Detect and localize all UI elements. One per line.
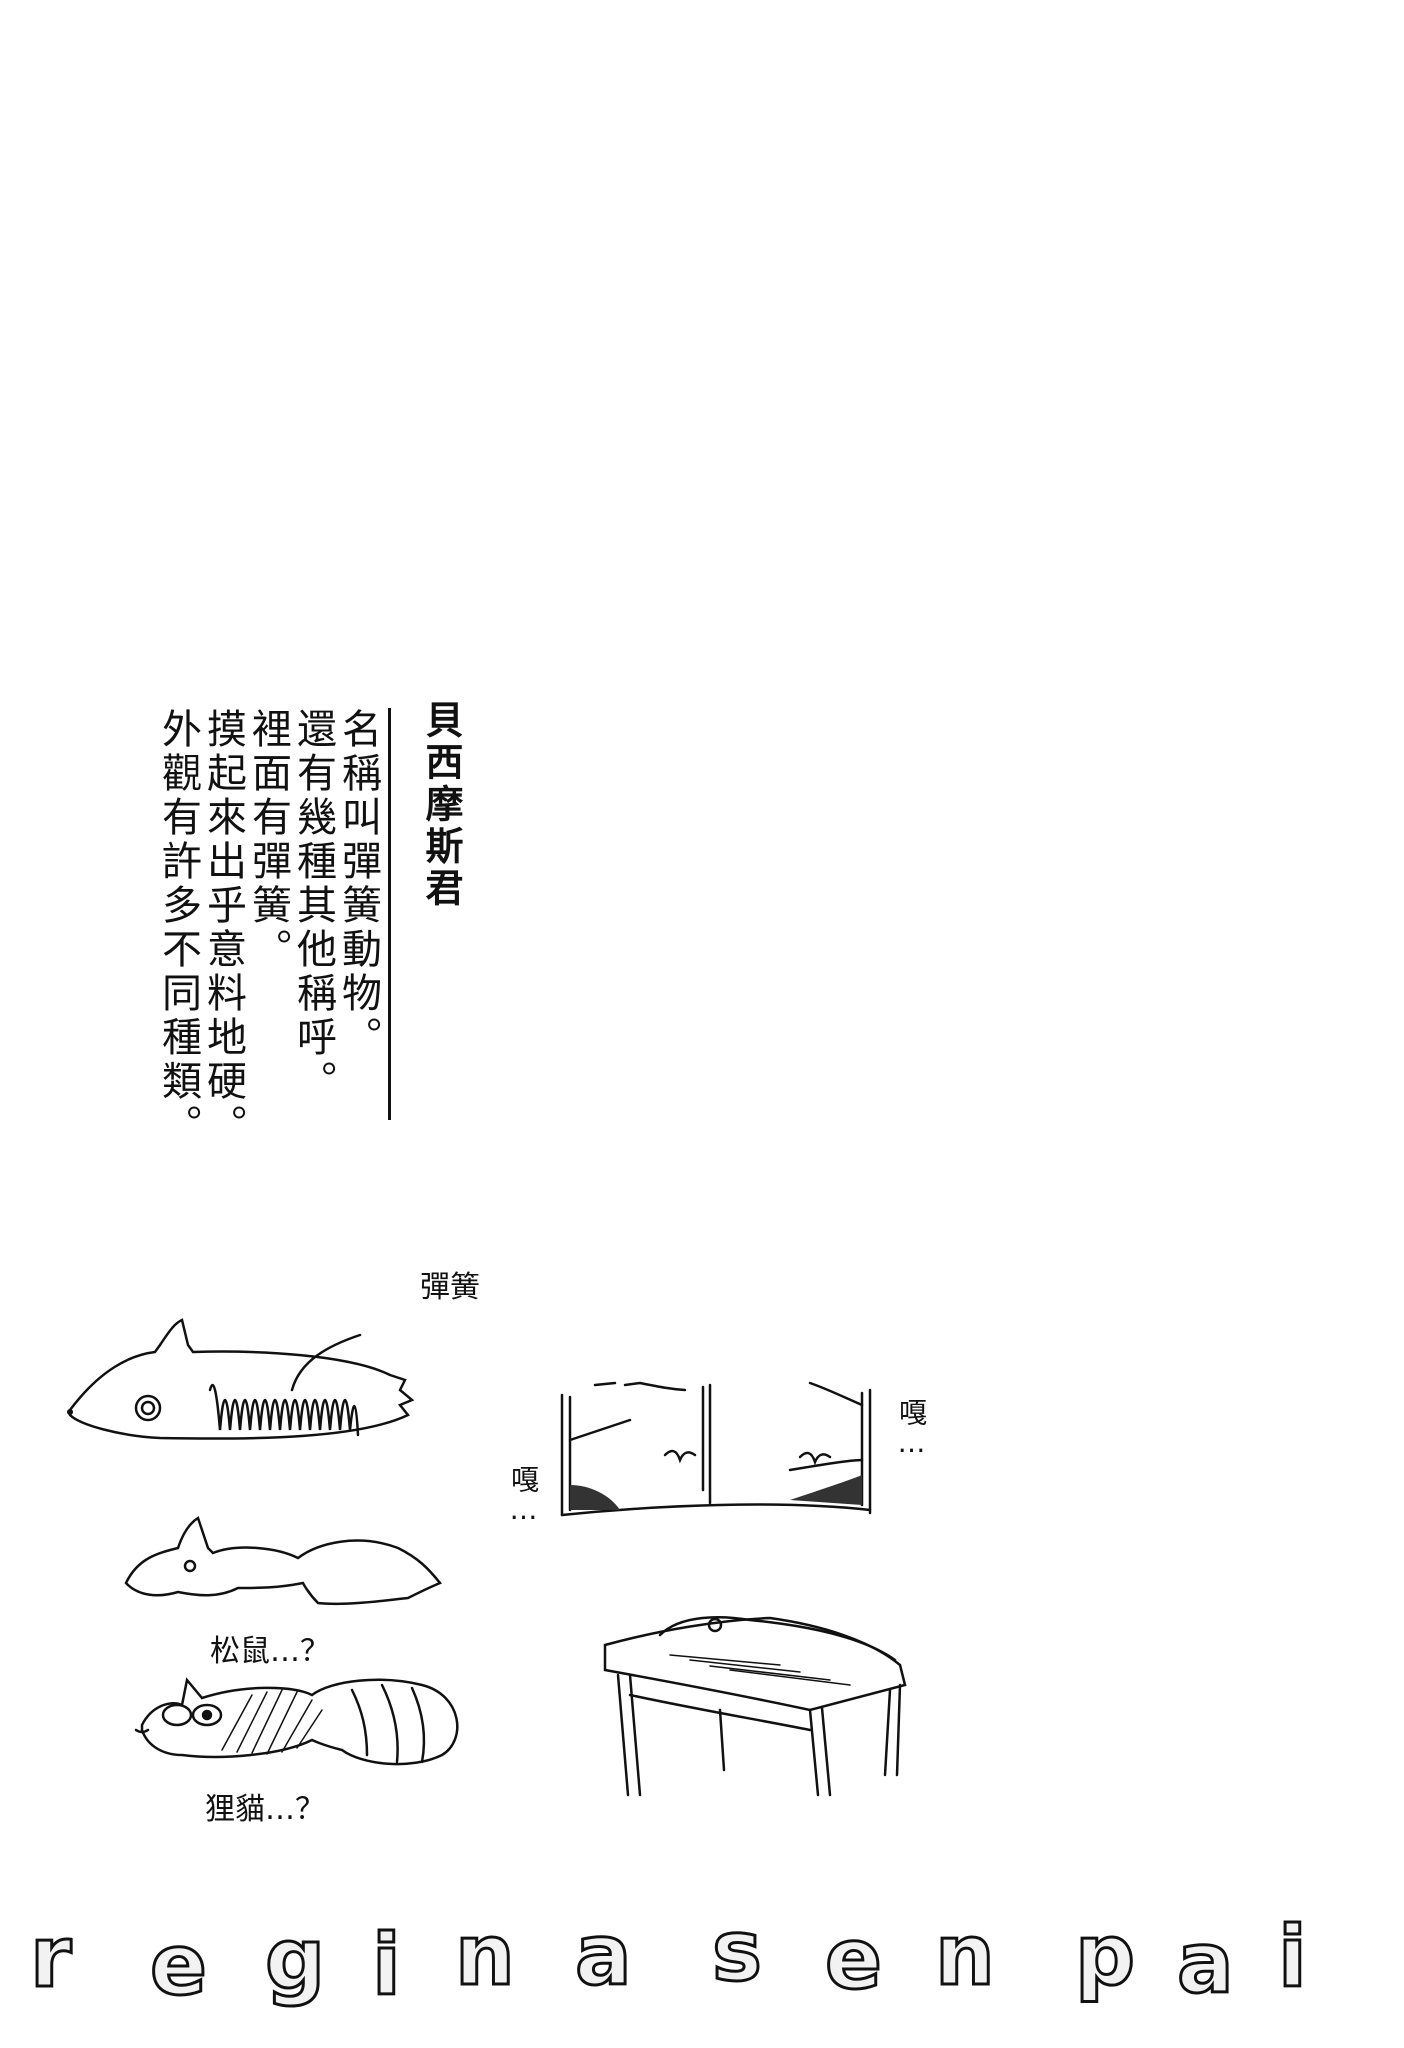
- sfx-right: 嘎…: [895, 1398, 928, 1459]
- sfx-left: 嘎…: [507, 1465, 540, 1526]
- banner-letter: N: [934, 1905, 997, 2006]
- table-creature-drawing: [603, 1616, 907, 1797]
- squirrel-drawing: [124, 1516, 443, 1606]
- caption-line-5: 外觀有許多不同種類。: [155, 708, 201, 1148]
- caption-divider: [388, 708, 391, 1120]
- spring-label: 彈簧: [420, 1270, 480, 1305]
- banner-letter: P: [1073, 1905, 1136, 2006]
- caption-line-3: 裡面有彈簧。: [245, 708, 291, 972]
- banner-letter: N: [454, 1905, 517, 2006]
- banner-letter: A: [574, 1905, 634, 2006]
- banner-letter: E: [824, 1909, 884, 2010]
- banner-letter: i: [1277, 1907, 1309, 2008]
- caption-line-1: 名稱叫彈簧動物。: [335, 708, 381, 1060]
- banner-letter: S: [711, 1901, 764, 2002]
- title-banner: R E G i N A S E N P A i: [0, 1880, 1404, 2048]
- banner-letter: R: [28, 1907, 72, 2008]
- spring-animal-drawing: [67, 1318, 415, 1440]
- tanuki-label: 狸貓…？: [205, 1792, 325, 1827]
- banner-letter: A: [1176, 1913, 1236, 2014]
- window-scene-drawing: [560, 1381, 872, 1517]
- squirrel-label: 松鼠…？: [210, 1634, 330, 1669]
- caption-line-2: 還有幾種其他稱呼。: [290, 708, 336, 1104]
- banner-letter: i: [371, 1915, 403, 2016]
- caption-title: 貝西摩斯君: [419, 700, 463, 910]
- banner-letter: E: [149, 1915, 209, 2016]
- caption-line-4: 摸起來出乎意料地硬。: [200, 708, 246, 1148]
- banner-letter: G: [263, 1909, 326, 2010]
- tanuki-drawing: [134, 1677, 459, 1766]
